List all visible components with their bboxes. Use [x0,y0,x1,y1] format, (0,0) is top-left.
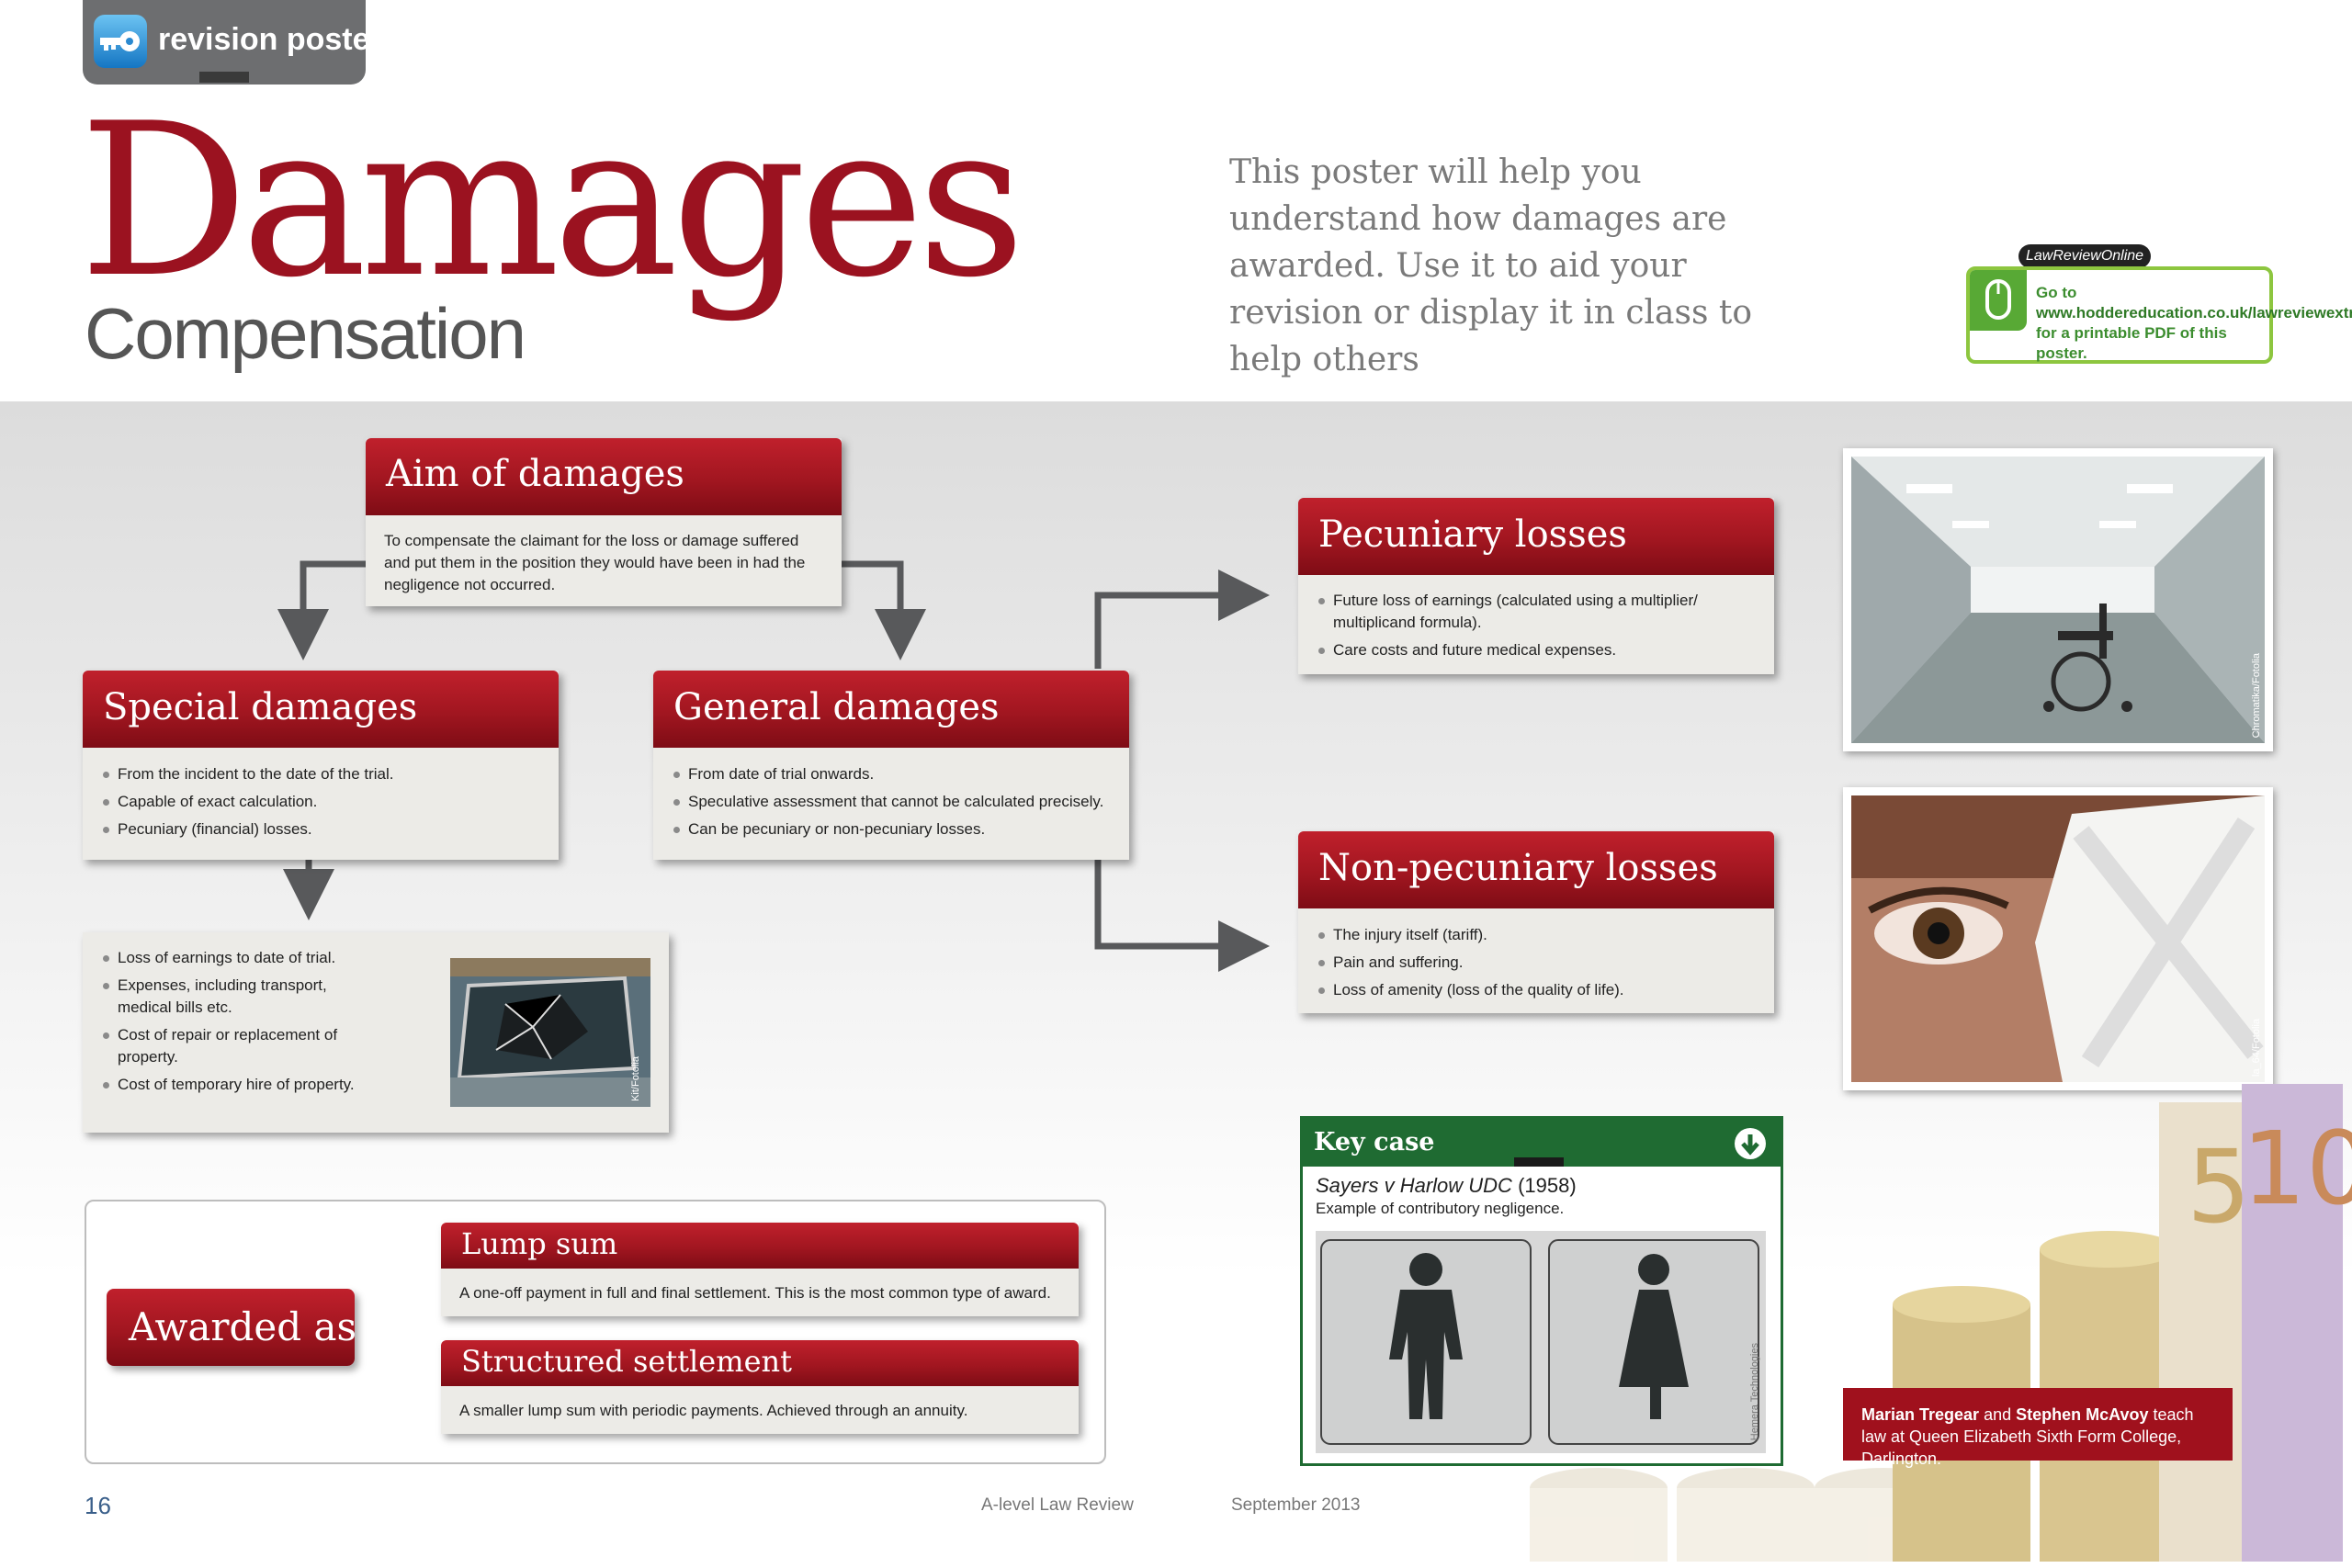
non-pecuniary-losses-title: Non-pecuniary losses [1298,831,1774,908]
case-year: (1958) [1518,1174,1577,1197]
arrow-aim-to-special [277,560,366,660]
aim-text: To compensate the claimant for the loss … [366,515,842,606]
tab-label: revision poster [158,22,382,57]
list-item: Expenses, including transport, medical b… [101,975,377,1019]
structured-settlement-text: A smaller lump sum with periodic payment… [441,1386,1079,1434]
magazine-name: A-level Law Review [981,1495,1134,1515]
special-damages-list: From the incident to the date of the tri… [101,763,540,840]
list-item: From date of trial onwards. [672,763,1111,785]
list-item: Care costs and future medical expenses. [1317,639,1756,661]
special-damages-detail-list: Loss of earnings to date of trial. Expen… [101,947,377,1096]
arrow-general-to-nonpecuniary [1094,860,1270,972]
page-number: 16 [85,1492,111,1519]
pecuniary-losses-title: Pecuniary losses [1298,498,1774,575]
list-item: From the incident to the date of the tri… [101,763,540,785]
page-subtitle: Compensation [85,293,526,374]
issue-date: September 2013 [1231,1495,1361,1515]
svg-text:5: 5 [2187,1128,2251,1246]
lump-sum-text: A one-off payment in full and final sett… [441,1269,1079,1316]
arrow-aim-to-general [842,560,926,660]
list-item: Future loss of earnings (calculated usin… [1317,590,1756,634]
photo-credit: Hemera Technologies [1749,1342,1760,1440]
lro-link[interactable]: www.hoddereducation.co.uk/lawreviewextra… [2036,304,2352,321]
list-item: Loss of amenity (loss of the quality of … [1317,979,1756,1001]
aim-box: Aim of damages To compensate the claiman… [366,438,842,606]
authors-box: Marian Tregear and Stephen McAvoy teach … [1843,1388,2233,1468]
non-pecuniary-losses-list: The injury itself (tariff). Pain and suf… [1317,924,1756,1001]
aim-title: Aim of damages [366,438,842,515]
key-case-box: Key case Sayers v Harlow UDC (1958) Exam… [1300,1116,1783,1466]
arrow-general-to-pecuniary [1094,570,1270,669]
page-title: Damages [79,79,1025,324]
key-case-notch [1514,1157,1564,1167]
key-icon [94,15,147,68]
photo-credit: Kit/Fotolia [630,1056,641,1101]
author-name: Marian Tregear [1861,1405,1980,1424]
special-damages-title: Special damages [83,671,559,748]
general-damages-list: From date of trial onwards. Speculative … [672,763,1111,840]
hospital-corridor-photo: Chromatika/Fotolia [1843,448,2273,751]
intro-text: This poster will help you understand how… [1229,153,1753,378]
list-item: Can be pecuniary or non-pecuniary losses… [672,818,1111,840]
revision-poster-tab: revision poster [83,0,382,85]
bandaged-eye-photo: la_64/Fotolia [1843,787,2273,1090]
pecuniary-losses-box: Pecuniary losses Future loss of earnings… [1298,498,1774,674]
list-item: Capable of exact calculation. [101,791,540,813]
list-item: Pain and suffering. [1317,952,1756,974]
law-review-online-box[interactable]: Go to www.hoddereducation.co.uk/lawrevie… [1966,266,2352,364]
special-damages-box: Special damages From the incident to the… [83,671,559,860]
broken-car-window-photo: Kit/Fotolia [450,958,650,1107]
pecuniary-losses-list: Future loss of earnings (calculated usin… [1317,590,1756,661]
list-item: Cost of temporary hire of property. [101,1074,377,1096]
lump-sum-title: Lump sum [441,1223,1079,1269]
key-case-title: Sayers v Harlow UDC (1958) [1316,1174,1577,1198]
special-damages-detail-box: Loss of earnings to date of trial. Expen… [83,932,669,1133]
lump-sum-box: Lump sum A one-off payment in full and f… [441,1223,1079,1316]
structured-settlement-box: Structured settlement A smaller lump sum… [441,1340,1079,1434]
list-item: Cost of repair or replacement of propert… [101,1024,377,1068]
author-name: Stephen McAvoy [2016,1405,2149,1424]
structured-settlement-title: Structured settlement [441,1340,1079,1386]
list-item: Speculative assessment that cannot be ca… [672,791,1111,813]
toilet-signs-photo: Hemera Technologies [1316,1231,1766,1453]
key-case-label: Key case [1314,1128,1435,1156]
list-item: Loss of earnings to date of trial. [101,947,377,969]
key-case-description: Example of contributory negligence. [1316,1200,1565,1217]
list-item: The injury itself (tariff). [1317,924,1756,946]
law-review-online-text: Go to www.hoddereducation.co.uk/lawrevie… [2036,283,2352,364]
law-review-online-tag: LawReviewOnline [2018,244,2152,268]
case-name: Sayers v Harlow UDC [1316,1174,1512,1197]
photo-credit: Chromatika/Fotolia [2251,652,2262,738]
general-damages-title: General damages [653,671,1129,748]
awarded-as-label: Awarded as [107,1289,356,1366]
tab-notch [199,72,249,83]
mouse-icon [1970,270,2027,331]
list-item: Pecuniary (financial) losses. [101,818,540,840]
non-pecuniary-losses-box: Non-pecuniary losses The injury itself (… [1298,831,1774,1013]
svg-text:10: 10 [2242,1110,2352,1227]
download-arrow-icon[interactable] [1735,1128,1766,1159]
general-damages-box: General damages From date of trial onwar… [653,671,1129,860]
